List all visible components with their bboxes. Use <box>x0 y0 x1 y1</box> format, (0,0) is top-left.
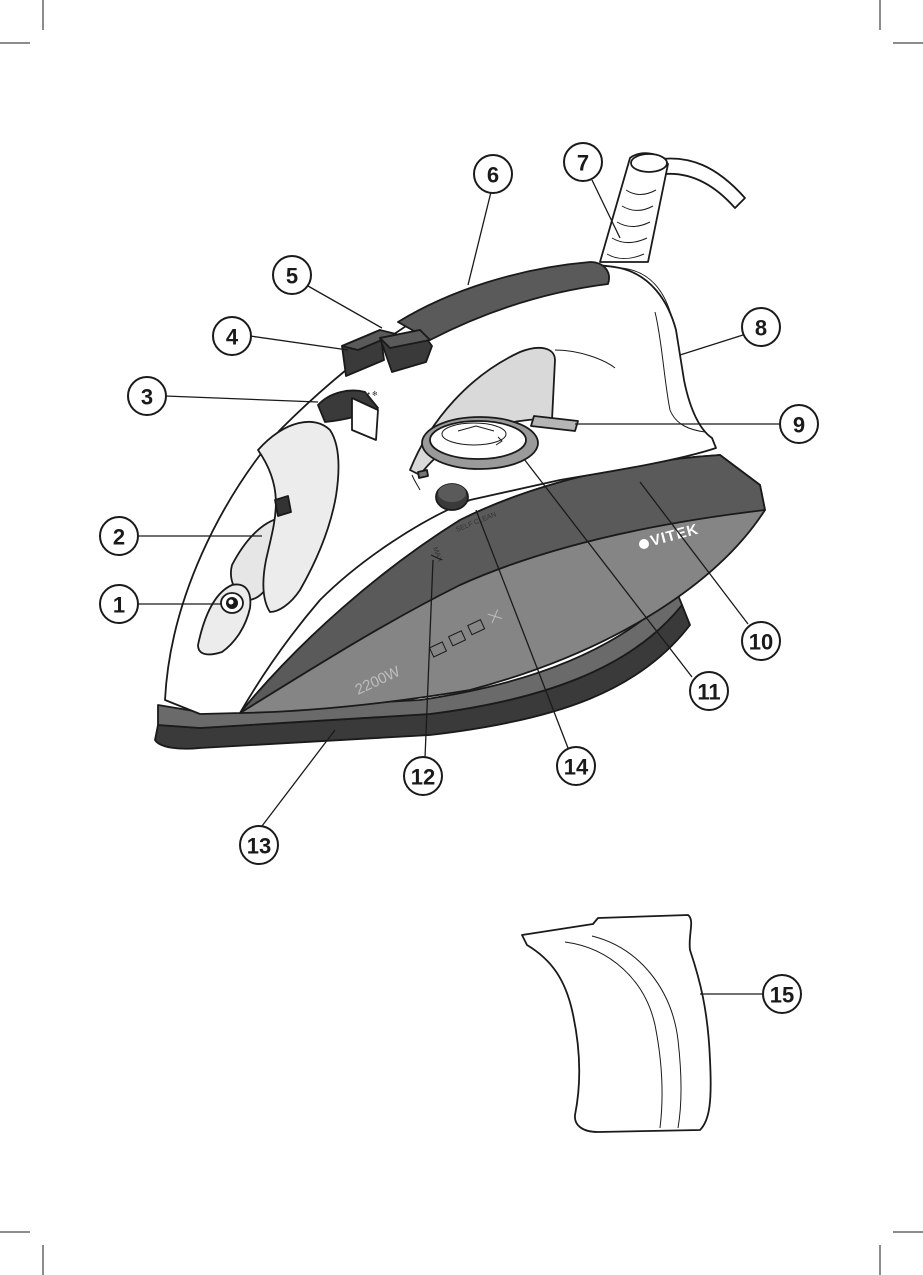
svg-text:15: 15 <box>770 983 794 1008</box>
svg-text:13: 13 <box>247 834 271 859</box>
leader-3 <box>165 396 318 402</box>
svg-text:6: 6 <box>487 163 499 188</box>
callout-9: 9 <box>780 405 818 443</box>
water-filler-mark <box>418 470 428 478</box>
callout-15: 15 <box>763 975 801 1013</box>
self-clean-button <box>436 484 468 510</box>
callout-7: 7 <box>564 143 602 181</box>
heel-cover-part <box>522 915 711 1132</box>
callout-3: 3 <box>128 377 166 415</box>
callout-12: 12 <box>404 757 442 795</box>
svg-text:8: 8 <box>755 316 767 341</box>
spray-nozzle <box>221 593 243 613</box>
svg-text:2: 2 <box>113 525 125 550</box>
leader-6 <box>468 192 491 285</box>
callout-6: 6 <box>474 155 512 193</box>
svg-text:9: 9 <box>793 413 805 438</box>
svg-text:3: 3 <box>141 385 153 410</box>
svg-text:1: 1 <box>113 593 125 618</box>
callout-2: 2 <box>100 517 138 555</box>
callout-8: 8 <box>742 308 780 346</box>
callout-11: 11 <box>690 672 728 710</box>
callout-14: 14 <box>557 747 595 785</box>
callout-5: 5 <box>273 256 311 294</box>
svg-text:7: 7 <box>577 151 589 176</box>
iron-illustration: SELF CLEAN MAX •• ❄ <box>155 153 765 749</box>
temperature-dial <box>422 417 538 469</box>
svg-text:•• ❄: •• ❄ <box>365 390 378 398</box>
leader-5 <box>308 286 382 328</box>
brand-logo-icon <box>639 539 649 549</box>
callout-1: 1 <box>100 585 138 623</box>
callout-4: 4 <box>213 317 251 355</box>
leader-8 <box>680 335 743 355</box>
svg-text:12: 12 <box>411 765 435 790</box>
svg-text:11: 11 <box>697 680 720 705</box>
svg-text:5: 5 <box>286 264 298 289</box>
svg-text:14: 14 <box>564 755 589 780</box>
leader-4 <box>250 336 348 350</box>
svg-text:10: 10 <box>749 630 773 655</box>
steam-slider-mark <box>275 496 291 516</box>
callout-13: 13 <box>240 826 278 864</box>
svg-text:4: 4 <box>226 325 239 350</box>
callout-10: 10 <box>742 622 780 660</box>
cord-protector-top <box>631 154 667 172</box>
